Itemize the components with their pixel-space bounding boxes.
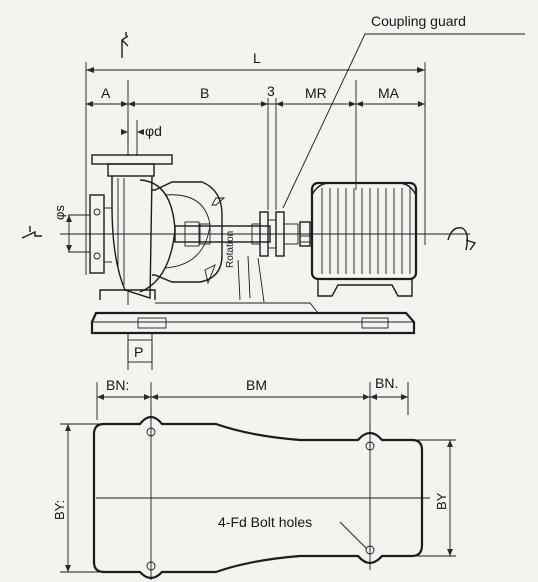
overall-length-dimension: L <box>85 50 426 275</box>
base-plate-side: P <box>90 302 416 370</box>
plan-view-dimensions: BN: BM BN. <box>96 375 409 434</box>
dim-by-left-label: BY: <box>52 500 67 520</box>
dim-bn-left-label: BN: <box>106 377 129 393</box>
rotation-indicator: Rotation <box>204 197 236 285</box>
base-plate-plan: 4-Fd Bolt holes BY: BY <box>52 410 456 580</box>
dim-bn-right-label: BN. <box>375 375 398 391</box>
section-marker-top <box>121 32 129 58</box>
dim-p-label: P <box>134 344 143 360</box>
dim-by-right-label: BY <box>434 492 449 510</box>
coupling-guard-label: Coupling guard <box>371 13 466 29</box>
section-marker-left <box>21 226 42 239</box>
pump-casing: φd φs <box>52 120 176 299</box>
dim-mr-label: MR <box>305 85 327 101</box>
segment-dimensions: A B 3 MR MA <box>86 80 425 210</box>
coupling-guard-callout: Coupling guard <box>282 13 525 209</box>
discharge-dia-label: φd <box>145 123 162 139</box>
bearing-bracket <box>60 181 470 305</box>
rotation-label: Rotation <box>225 231 236 268</box>
dim-ma-label: MA <box>378 85 400 101</box>
dim-b-label: B <box>200 85 209 101</box>
dim-gap-label: 3 <box>267 83 275 99</box>
suction-dia-label: φs <box>52 205 67 220</box>
electric-motor <box>299 181 418 297</box>
dim-bm-label: BM <box>246 377 267 393</box>
dim-a-label: A <box>101 85 111 101</box>
bolt-holes-label: 4-Fd Bolt holes <box>218 514 312 530</box>
section-marker-right <box>447 227 477 251</box>
length-label: L <box>253 50 261 66</box>
coupling <box>237 211 311 303</box>
